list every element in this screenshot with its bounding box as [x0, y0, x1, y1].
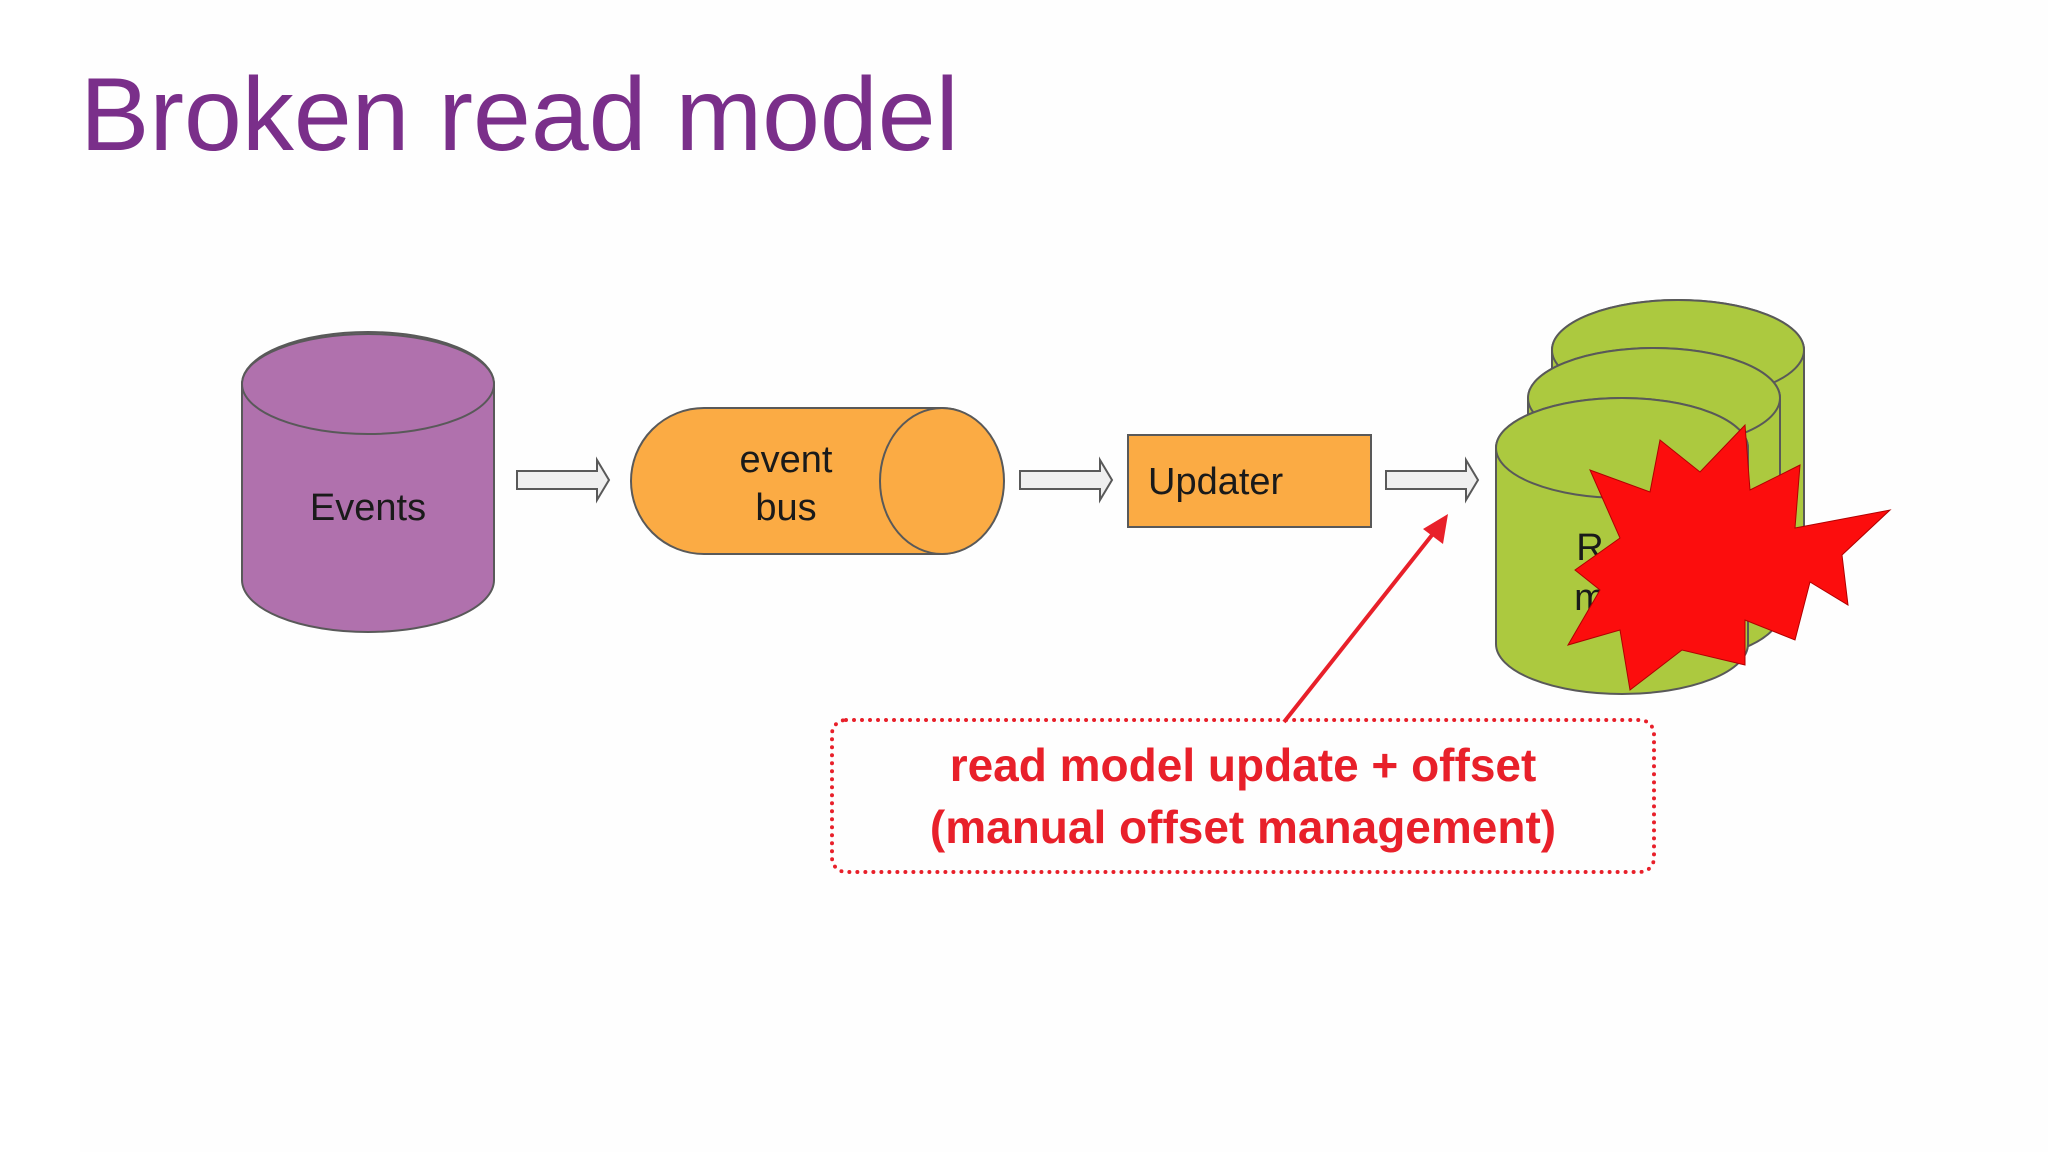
callout-line1: read model update + offset	[949, 738, 1537, 791]
slide-margin	[0, 0, 80, 1152]
slide-title: Broken read model	[80, 57, 959, 173]
events-database-icon: Events	[241, 331, 495, 633]
event-bus-label-line2: bus	[755, 487, 816, 529]
updater-label: Updater	[1148, 461, 1284, 503]
right-arrow-icon	[1019, 459, 1113, 501]
callout-pointer-arrow	[1282, 514, 1448, 724]
offset-management-callout: read model update + offset (manual offse…	[830, 718, 1656, 874]
events-label: Events	[310, 487, 426, 529]
event-bus-label-line1: event	[740, 439, 833, 481]
updater-box: Updater	[1127, 434, 1372, 528]
right-arrow-icon	[516, 459, 610, 501]
right-arrow-icon	[1385, 459, 1479, 501]
callout-line2: (manual offset management)	[929, 801, 1557, 853]
event-bus-queue-icon: event bus	[630, 407, 1005, 555]
explosion-icon	[1566, 423, 1892, 691]
